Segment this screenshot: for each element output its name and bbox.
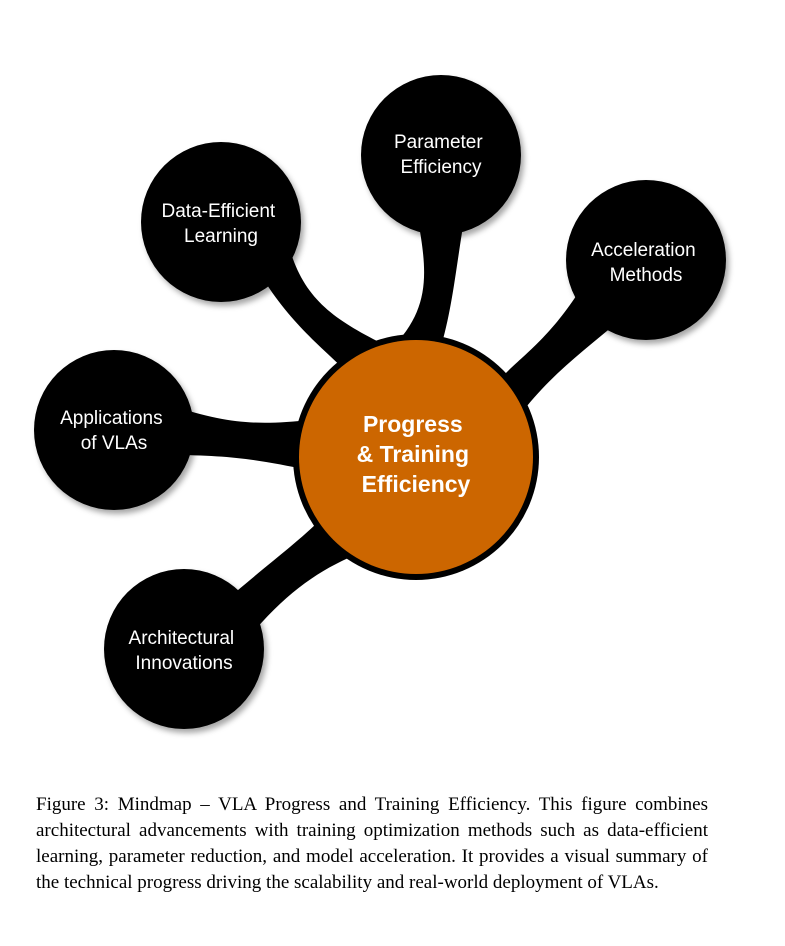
node-label-line: Architectural: [129, 628, 235, 649]
node-parameter-efficiency: Parameter Efficiency: [361, 75, 521, 235]
node-label: Architectural Innovations: [129, 628, 240, 674]
figure-caption: Figure 3: Mindmap – VLA Progress and Tra…: [36, 794, 708, 893]
node-label-line: Efficiency: [401, 157, 482, 178]
node-label-line: Acceleration: [591, 240, 696, 261]
mindmap-diagram: Parameter Efficiency Data-Efficient Lear…: [34, 75, 726, 729]
connector-parameter-efficiency: [390, 220, 464, 350]
node-label-line: Data-Efficient: [162, 201, 276, 222]
connector-data-efficient-learning: [252, 250, 385, 375]
node-label-line: Methods: [610, 265, 683, 286]
node-label: Applications of VLAs: [60, 408, 168, 454]
node-label: Data-Efficient Learning: [162, 201, 281, 247]
center-label-line: & Training: [357, 441, 469, 467]
node-label-line: Parameter: [394, 132, 483, 153]
node-acceleration-methods: Acceleration Methods: [566, 180, 726, 340]
node-center: Progress & Training Efficiency: [293, 334, 539, 580]
node-label-line: Innovations: [135, 653, 232, 674]
connector-applications-of-vlas: [170, 405, 310, 470]
node-architectural-innovations: Architectural Innovations: [104, 569, 264, 729]
center-label: Progress & Training Efficiency: [357, 411, 476, 497]
node-label-line: of VLAs: [81, 433, 148, 454]
node-applications-of-vlas: Applications of VLAs: [34, 350, 194, 510]
connectors: [170, 220, 620, 630]
connector-acceleration-methods: [495, 290, 620, 415]
node-data-efficient-learning: Data-Efficient Learning: [141, 142, 301, 302]
node-label-line: Applications: [60, 408, 162, 429]
node-label-line: Learning: [184, 226, 258, 247]
connector-architectural-innovations: [215, 520, 355, 630]
center-label-line: Efficiency: [362, 471, 471, 497]
node-label: Parameter Efficiency: [394, 132, 488, 178]
node-label: Acceleration Methods: [591, 240, 701, 286]
center-label-line: Progress: [363, 411, 463, 437]
